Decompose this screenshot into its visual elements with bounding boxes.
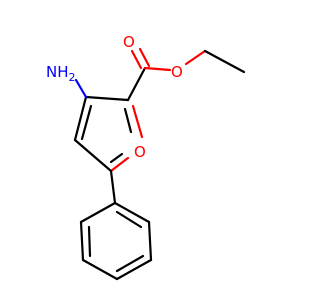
bond-c4-c5 xyxy=(73,138,113,173)
molecule-structure: NH2 O O O xyxy=(46,33,246,281)
carbonyl-oxygen-label: O xyxy=(123,33,135,51)
bond-oester-ch2 xyxy=(184,49,207,66)
bond-c2-c2-inner xyxy=(123,107,133,134)
ester-oxygen-label: O xyxy=(171,63,183,81)
bond-ph-inner-3 xyxy=(115,210,143,229)
bond-c3-c4-inner xyxy=(80,104,93,141)
bond-c3-c4 xyxy=(73,95,88,142)
amine-subscript: 2 xyxy=(69,71,76,84)
bond-c-o-double-1 xyxy=(130,49,143,70)
bond-ph-3 xyxy=(81,258,119,281)
bond-ph-1 xyxy=(79,201,117,224)
phenyl-ring xyxy=(79,169,153,281)
bond-c-oester xyxy=(143,66,172,72)
bond-c2-ccarbonyl xyxy=(126,66,147,102)
bond-c5-o1-inner xyxy=(109,152,124,164)
bond-o1-c2 xyxy=(131,104,144,139)
bond-ph-2 xyxy=(79,220,85,262)
bond-ph-inner-2 xyxy=(115,254,145,273)
bond-c5-cipso xyxy=(109,169,117,205)
bond-c-o-double-2 xyxy=(138,47,151,68)
ring-oxygen-label: O xyxy=(134,143,146,161)
bond-ph-inner-1 xyxy=(87,225,92,258)
bond-ph-6 xyxy=(113,201,151,224)
bond-c3-n xyxy=(74,78,88,99)
ester-group xyxy=(126,47,246,102)
bond-ph-4 xyxy=(115,258,153,281)
bond-c3-c2 xyxy=(84,95,130,102)
bond-c5-o1 xyxy=(109,156,130,173)
bond-ch2-ch3 xyxy=(203,49,246,74)
bond-ph-5 xyxy=(147,220,153,262)
furan-ring xyxy=(73,95,144,173)
amine-label: NH2 xyxy=(46,63,76,84)
amine-nh: NH xyxy=(46,63,69,81)
